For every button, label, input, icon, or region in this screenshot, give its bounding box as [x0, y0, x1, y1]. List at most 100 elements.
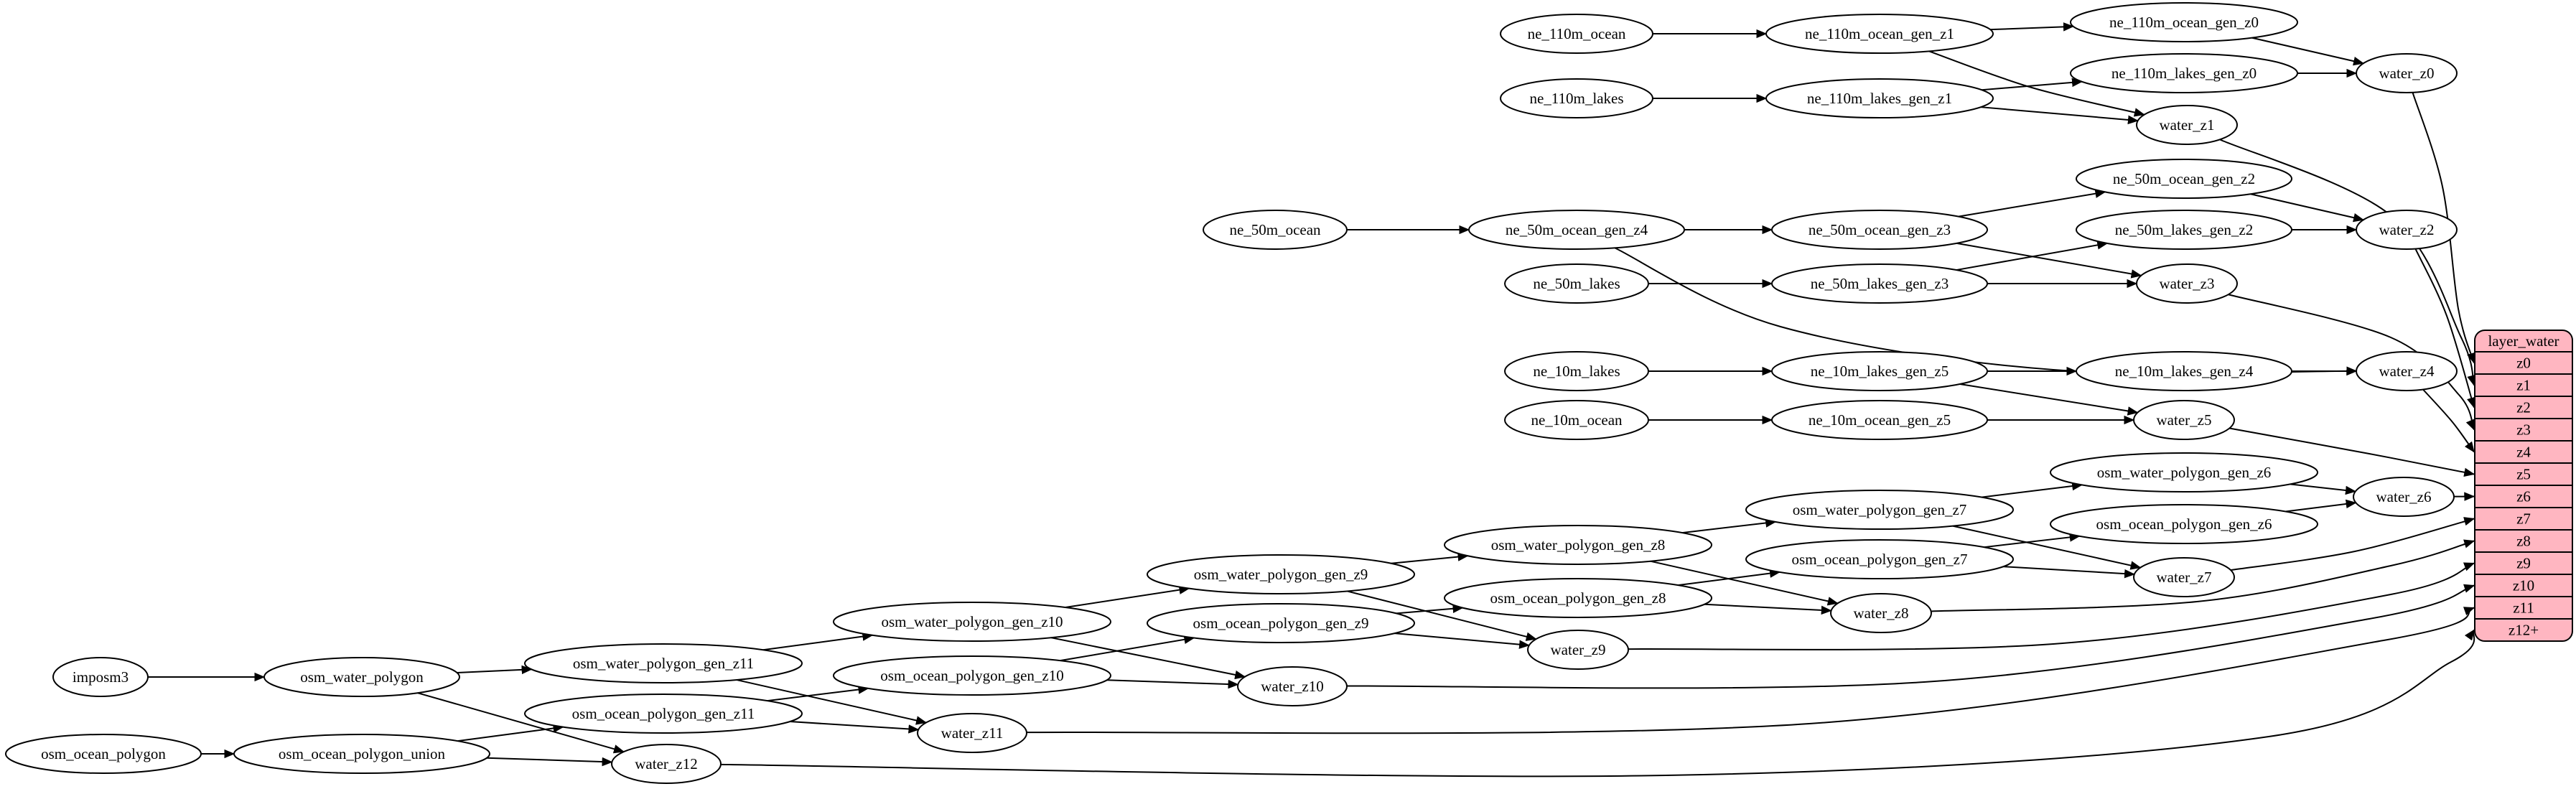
- edge-osm_ocean_polygon_gen_z7--osm_ocean_polygon_gen_z6: [1984, 533, 2081, 548]
- edge-ne_10m_lakes_gen_z5--water_z5: [1959, 383, 2139, 416]
- edge-osm_water_polygon_gen_z10--osm_water_polygon_gen_z9: [1065, 585, 1190, 609]
- node-ellipse: [1203, 210, 1348, 250]
- node-osm_ocean_polygon_gen_z10: osm_ocean_polygon_gen_z10: [833, 655, 1111, 696]
- node-ellipse: [263, 657, 460, 697]
- edge-osm_water_polygon_gen_z8--water_z8: [1650, 560, 1839, 606]
- node-label: osm_ocean_polygon_gen_z6: [2096, 515, 2272, 533]
- node-ne_10m_ocean: ne_10m_ocean: [1504, 400, 1649, 440]
- edge-osm_water_polygon_gen_z11--water_z11: [736, 678, 928, 725]
- edge-osm_water_polygon--osm_water_polygon_gen_z11: [457, 665, 533, 675]
- node-label: water_z11: [941, 724, 1004, 742]
- node-label: water_z6: [2376, 488, 2432, 505]
- edge-water_z5--z5: [2229, 427, 2475, 477]
- node-label: osm_ocean_polygon_union: [279, 745, 446, 762]
- node-label: osm_water_polygon_gen_z11: [573, 655, 754, 672]
- node-label: water_z10: [1261, 678, 1323, 695]
- edge-osm_water_polygon_gen_z9--osm_water_polygon_gen_z8: [1391, 552, 1469, 564]
- node-osm_water_polygon_gen_z6: osm_water_polygon_gen_z6: [2050, 452, 2318, 492]
- node-water_z3: water_z3: [2136, 263, 2238, 304]
- node-ne_50m_lakes_gen_z2: ne_50m_lakes_gen_z2: [2076, 210, 2292, 250]
- node-ne_110m_ocean_gen_z0: ne_110m_ocean_gen_z0: [2070, 2, 2298, 42]
- node-ellipse: [2356, 351, 2458, 391]
- table-row-z9: z9: [2516, 555, 2531, 572]
- edge-ne_110m_ocean_gen_z1--ne_110m_ocean_gen_z0: [1990, 22, 2074, 32]
- node-label: osm_water_polygon_gen_z8: [1491, 536, 1666, 554]
- table-row-z10: z10: [2513, 577, 2534, 594]
- node-ellipse: [1830, 593, 1932, 633]
- edge-osm_water_polygon_gen_z11--osm_water_polygon_gen_z10: [762, 632, 874, 651]
- node-ellipse: [1500, 14, 1653, 54]
- node-label: ne_110m_ocean_gen_z0: [2109, 14, 2259, 31]
- edge-osm_ocean_polygon_gen_z6--water_z6: [2285, 499, 2357, 513]
- node-osm_water_polygon_gen_z7: osm_water_polygon_gen_z7: [1745, 490, 2014, 530]
- node-ellipse: [1771, 210, 1988, 250]
- node-label: ne_50m_ocean_gen_z2: [2113, 170, 2255, 187]
- edge-osm_water_polygon_gen_z6--water_z6: [2290, 483, 2356, 495]
- node-water_z8: water_z8: [1830, 593, 1932, 633]
- node-ellipse: [1147, 554, 1415, 594]
- table-row-z2: z2: [2516, 399, 2531, 416]
- node-label: osm_water_polygon_gen_z6: [2097, 464, 2272, 481]
- node-label: water_z0: [2379, 65, 2435, 82]
- node-osm_ocean_polygon_gen_z8: osm_ocean_polygon_gen_z8: [1444, 578, 1712, 618]
- node-label: ne_110m_ocean: [1528, 25, 1626, 42]
- edge-osm_ocean_polygon_gen_z7--water_z7: [2003, 566, 2136, 579]
- node-ellipse: [2356, 210, 2458, 250]
- node-ellipse: [233, 734, 490, 774]
- node-label: osm_ocean_polygon_gen_z10: [880, 667, 1063, 684]
- node-ellipse: [2356, 53, 2458, 93]
- node-ne_110m_lakes_gen_z1: ne_110m_lakes_gen_z1: [1765, 78, 1994, 118]
- node-label: ne_10m_ocean: [1531, 411, 1623, 429]
- node-osm_ocean_polygon_gen_z9: osm_ocean_polygon_gen_z9: [1147, 603, 1415, 643]
- node-osm_water_polygon_gen_z10: osm_water_polygon_gen_z10: [833, 602, 1111, 642]
- node-osm_water_polygon_gen_z11: osm_water_polygon_gen_z11: [524, 643, 803, 683]
- node-ellipse: [2070, 2, 2298, 42]
- node-ellipse: [1237, 666, 1348, 706]
- table-row-z11: z11: [2513, 599, 2534, 617]
- node-ellipse: [1147, 603, 1415, 643]
- table-row-z7: z7: [2516, 510, 2531, 528]
- node-ne_10m_ocean_gen_z5: ne_10m_ocean_gen_z5: [1771, 400, 1988, 440]
- node-label: ne_110m_ocean_gen_z1: [1805, 25, 1954, 42]
- node-label: ne_50m_lakes_gen_z2: [2115, 221, 2253, 238]
- table-row-z5: z5: [2516, 466, 2531, 483]
- node-label: ne_50m_lakes: [1533, 275, 1620, 292]
- layer-water-table: layer_waterz0z1z2z3z4z5z6z7z8z9z10z11z12…: [2474, 330, 2573, 642]
- node-label: ne_50m_lakes_gen_z3: [1811, 275, 1949, 292]
- node-osm_ocean_polygon_gen_z6: osm_ocean_polygon_gen_z6: [2050, 504, 2318, 544]
- edge-water_z2--z2: [2414, 248, 2476, 408]
- node-imposm3: imposm3: [52, 657, 149, 697]
- node-ellipse: [1504, 351, 1649, 391]
- edge-osm_water_polygon--water_z12: [417, 692, 625, 754]
- edge-ne_110m_ocean_gen_z0--water_z0: [2251, 37, 2365, 66]
- node-ellipse: [1771, 400, 1988, 440]
- node-water_z11: water_z11: [917, 713, 1027, 753]
- node-ellipse: [917, 713, 1027, 753]
- node-label: ne_50m_ocean_gen_z3: [1809, 221, 1951, 238]
- node-label: water_z7: [2157, 569, 2212, 586]
- node-ne_50m_ocean_gen_z4: ne_50m_ocean_gen_z4: [1468, 210, 1685, 250]
- node-osm_water_polygon_gen_z9: osm_water_polygon_gen_z9: [1147, 554, 1415, 594]
- node-osm_water_polygon: osm_water_polygon: [263, 657, 460, 697]
- node-ne_50m_lakes_gen_z3: ne_50m_lakes_gen_z3: [1771, 263, 1988, 304]
- node-ellipse: [2070, 53, 2298, 93]
- edge-osm_ocean_polygon_union--water_z12: [486, 757, 613, 767]
- edge-osm_ocean_polygon_gen_z10--osm_ocean_polygon_gen_z9: [1060, 635, 1195, 662]
- edge-osm_water_polygon_gen_z7--water_z7: [1952, 525, 2142, 570]
- node-water_z4: water_z4: [2356, 351, 2458, 391]
- node-ellipse: [2076, 159, 2292, 199]
- node-label: osm_water_polygon: [300, 668, 424, 686]
- table-row-z6: z6: [2516, 488, 2531, 505]
- node-ellipse: [5, 734, 202, 774]
- node-ellipse: [524, 643, 803, 683]
- node-label: osm_ocean_polygon_gen_z11: [572, 705, 755, 722]
- edge-osm_water_polygon_gen_z7--osm_water_polygon_gen_z6: [1981, 481, 2083, 498]
- node-label: water_z2: [2379, 221, 2435, 238]
- edge-ne_110m_lakes_gen_z1--water_z1: [1980, 106, 2139, 125]
- node-ellipse: [1745, 539, 2014, 579]
- edge-ne_50m_lakes_gen_z3--ne_50m_lakes_gen_z2: [1956, 241, 2109, 271]
- edge-osm_ocean_polygon_gen_z8--osm_ocean_polygon_gen_z7: [1678, 569, 1781, 587]
- table-layer: layer_waterz0z1z2z3z4z5z6z7z8z9z10z11z12…: [2474, 330, 2573, 642]
- node-ellipse: [1527, 630, 1629, 670]
- node-water_z0: water_z0: [2356, 53, 2458, 93]
